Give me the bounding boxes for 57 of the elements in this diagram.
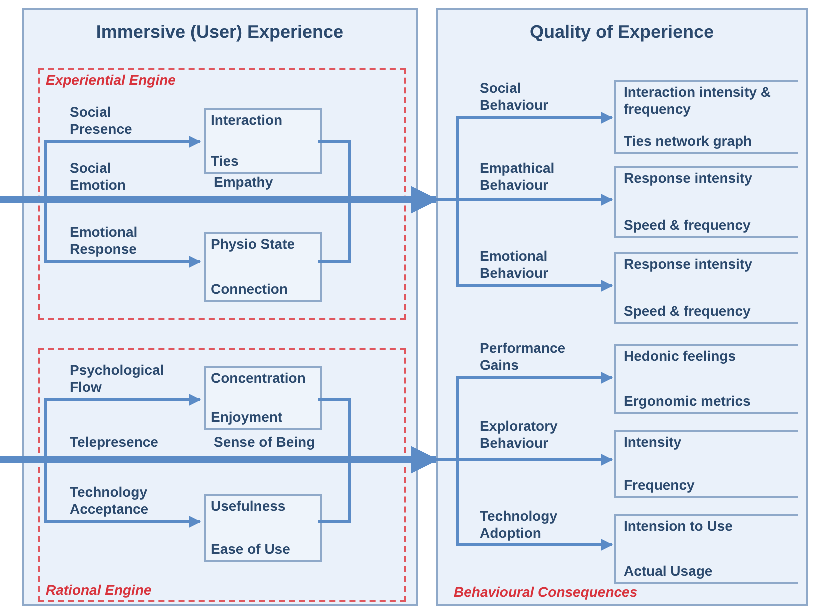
box-text: Response intensity [624, 170, 754, 187]
panel [436, 8, 808, 606]
box-text: Response intensity [624, 256, 754, 273]
box-text: Ergonomic metrics [624, 393, 752, 410]
engine-group [38, 68, 406, 320]
arrow [436, 458, 614, 551]
engine-group [38, 348, 406, 602]
group-title: Rational Engine [46, 582, 152, 598]
edge-label: Performance Gains [480, 340, 567, 374]
arrow [0, 186, 439, 214]
box-text: Physio State [211, 236, 296, 253]
box-text: Frequency [624, 477, 696, 494]
box-text: Speed & frequency [624, 217, 752, 234]
box-text: Ties network graph [624, 133, 754, 150]
box-text: Speed & frequency [624, 303, 752, 320]
box-text: Connection [211, 281, 289, 298]
panel-title: Immersive (User) Experience [95, 22, 345, 43]
edge-label: Social Emotion [70, 160, 127, 194]
box-text: Intensity [624, 434, 683, 451]
box-text: Usefulness [211, 498, 287, 515]
box-text: Interaction intensity & frequency [624, 84, 772, 118]
edge-label: Social Presence [70, 104, 134, 138]
arrow [436, 198, 614, 292]
edge-label: Technology Acceptance [70, 484, 150, 518]
panel [22, 8, 418, 606]
edge-label: Exploratory Behaviour [480, 418, 559, 452]
measure-bracket [614, 166, 798, 238]
box-text: Interaction [211, 112, 284, 129]
factor-box [204, 108, 322, 174]
box-text: Actual Usage [624, 563, 714, 580]
box-text: Hedonic feelings [624, 348, 738, 365]
factor-box [204, 232, 322, 302]
edge-label: Psychological Flow [70, 362, 166, 396]
box-text: Enjoyment [211, 409, 284, 426]
edge-label: Empathical Behaviour [480, 160, 556, 194]
factor-box [204, 366, 322, 430]
group-title: Experiential Engine [46, 72, 176, 88]
box-text: Concentration [211, 370, 307, 387]
measure-bracket [614, 252, 798, 324]
measure-bracket [614, 430, 798, 498]
box-text: Ties [211, 153, 240, 170]
panel-title: Quality of Experience [528, 22, 716, 43]
edge-label: Telepresence [70, 434, 160, 451]
flow-label: Sense of Being [214, 434, 316, 451]
edge-label: Emotional Behaviour [480, 248, 550, 282]
measure-bracket [614, 80, 798, 154]
edge-label: Emotional Response [70, 224, 139, 258]
box-text: Intension to Use [624, 518, 734, 535]
flow-label: Empathy [214, 174, 274, 191]
edge-label: Technology Adoption [480, 508, 559, 542]
measure-bracket [614, 514, 798, 584]
measure-bracket [614, 344, 798, 414]
arrow [0, 446, 439, 474]
box-text: Ease of Use [211, 541, 292, 558]
factor-box [204, 494, 322, 562]
edge-label: Social Behaviour [480, 80, 550, 114]
panel-footer-title: Behavioural Consequences [454, 584, 638, 600]
